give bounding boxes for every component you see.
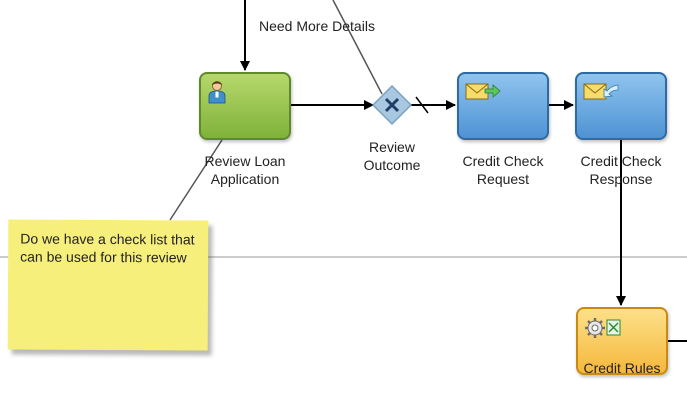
review-loan-label-line1: Review Loan: [204, 153, 286, 169]
credit-check-response-label: Credit Check Response: [566, 152, 676, 188]
credit-request-label-line2: Request: [476, 171, 530, 187]
review-loan-application-label: Review Loan Application: [190, 152, 300, 188]
review-loan-label-line2: Application: [210, 171, 280, 187]
review-outcome-gateway[interactable]: [371, 84, 413, 126]
note-association-line: [169, 139, 223, 221]
credit-rules-label: Credit Rules: [583, 360, 661, 376]
sequence-flow-need-more-details[interactable]: [332, 0, 383, 95]
credit-check-request-label: Credit Check Request: [448, 152, 558, 188]
annotation-sticky-note[interactable]: Do we have a check list that can be used…: [7, 219, 209, 351]
review-loan-application-task[interactable]: [199, 72, 291, 140]
review-outcome-label: Review Outcome: [347, 138, 437, 174]
credit-check-request-task[interactable]: [457, 72, 549, 140]
credit-response-label-line2: Response: [589, 171, 653, 187]
exclusive-gateway-x-icon: [384, 97, 400, 113]
user-icon: [208, 81, 226, 104]
send-message-icon: [465, 83, 501, 100]
review-outcome-label-line1: Review: [369, 139, 415, 155]
business-rule-gear-icon: [585, 318, 621, 338]
credit-response-label-line1: Credit Check: [580, 153, 662, 169]
credit-check-response-task[interactable]: [575, 72, 667, 140]
receive-message-icon: [583, 83, 619, 100]
review-outcome-label-line2: Outcome: [363, 157, 421, 173]
credit-rules-task[interactable]: [576, 307, 668, 375]
note-text: Do we have a check list that can be used…: [20, 230, 195, 266]
default-flow-slash-marker: [415, 96, 429, 114]
credit-request-label-line1: Credit Check: [462, 153, 544, 169]
edge-label-need-more-details: Need More Details: [259, 18, 375, 34]
